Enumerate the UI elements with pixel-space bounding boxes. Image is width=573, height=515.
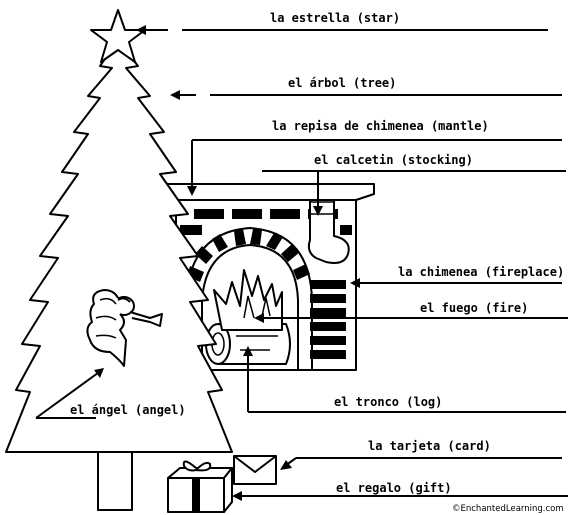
pointer-lines [35, 25, 568, 501]
stocking [307, 199, 350, 264]
label-gift: el regalo (gift) [336, 481, 452, 495]
label-mantle: la repisa de chimenea (mantle) [272, 119, 489, 133]
tree-body [5, 39, 233, 453]
label-star: la estrella (star) [270, 11, 400, 25]
copyright-text: ©EnchantedLearning.com [452, 504, 564, 514]
gift [167, 460, 233, 513]
fireplace [165, 183, 375, 371]
tree [5, 39, 233, 511]
fireplace-opening [201, 243, 299, 370]
label-fire: el fuego (fire) [420, 301, 528, 315]
label-tree: el árbol (tree) [288, 76, 396, 90]
fire [213, 269, 283, 331]
label-fireplace: la chimenea (fireplace) [398, 265, 564, 279]
stocking-cuff [309, 201, 335, 215]
angel [86, 289, 163, 367]
mantle-shelf [165, 183, 375, 201]
label-angel: el ángel (angel) [70, 403, 186, 417]
bricks [180, 209, 352, 359]
tree-trunk [97, 451, 133, 511]
label-log: el tronco (log) [334, 395, 442, 409]
log [205, 323, 291, 365]
label-card: la tarjeta (card) [368, 439, 491, 453]
label-stocking: el calcetin (stocking) [314, 153, 473, 167]
card [233, 455, 277, 485]
